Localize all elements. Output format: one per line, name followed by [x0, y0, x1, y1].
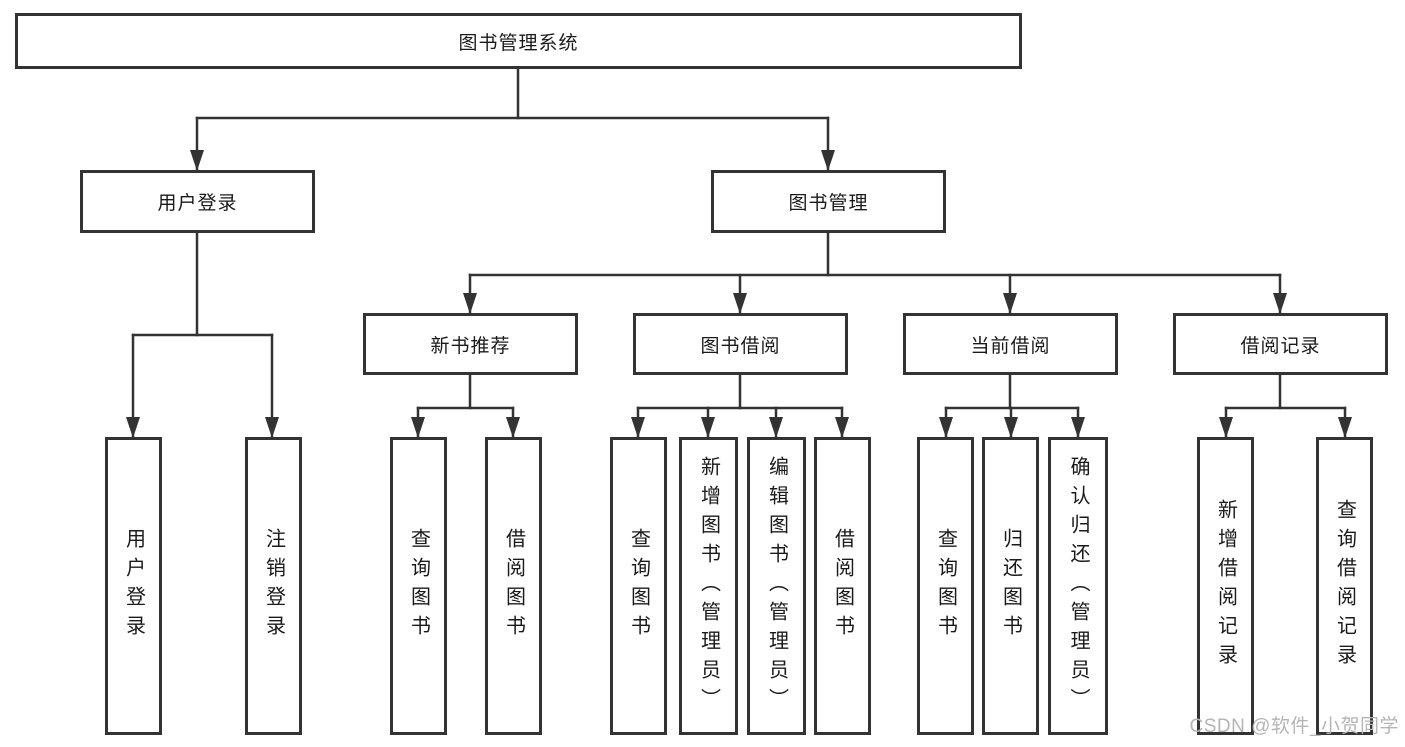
node-book-borrowing: 图书借阅: [633, 313, 848, 375]
node-book-management: 图书管理: [711, 170, 946, 233]
node-new-book-recommend: 新书推荐: [363, 313, 578, 375]
leaf-user-login: 用户登录: [105, 437, 162, 735]
leaf-borrowing-add-books-admin: 新增图书（管理员）: [679, 437, 738, 735]
leaf-logout: 注销登录: [245, 437, 302, 735]
node-borrowing-records: 借阅记录: [1173, 313, 1388, 375]
node-user-login: 用户登录: [80, 170, 315, 233]
leaf-recommend-borrow-books: 借阅图书: [485, 437, 542, 735]
leaf-borrowing-query-books: 查询图书: [610, 437, 667, 735]
connector-borrowing-records-to-leaves: [1219, 373, 1352, 439]
leaf-borrowing-edit-books-admin: 编辑图书（管理员）: [747, 437, 806, 735]
leaf-current-confirm-return-admin: 确认归还（管理员）: [1048, 437, 1108, 735]
leaf-current-query-books: 查询图书: [917, 437, 974, 735]
leaf-records-query-record: 查询借阅记录: [1316, 437, 1373, 735]
connector-book-borrowing-to-leaves: [631, 373, 849, 439]
leaf-current-return-books: 归还图书: [982, 437, 1039, 735]
csdn-watermark: CSDN @软件_小贺同学: [1189, 716, 1399, 737]
leaf-records-add-record: 新增借阅记录: [1197, 437, 1254, 735]
connector-user-login-to-leaves: [126, 231, 279, 439]
connector-current-borrowing-to-leaves: [939, 373, 1085, 439]
connector-new-book-recommend-to-leaves: [411, 373, 520, 439]
node-library-management-system: 图书管理系统: [15, 13, 1022, 69]
connector-root-to-level2: [190, 67, 835, 172]
node-current-borrowing: 当前借阅: [903, 313, 1118, 375]
leaf-borrowing-borrow-books: 借阅图书: [814, 437, 871, 735]
leaf-recommend-query-books: 查询图书: [390, 437, 447, 735]
connector-book-management-to-level3: [463, 231, 1287, 315]
